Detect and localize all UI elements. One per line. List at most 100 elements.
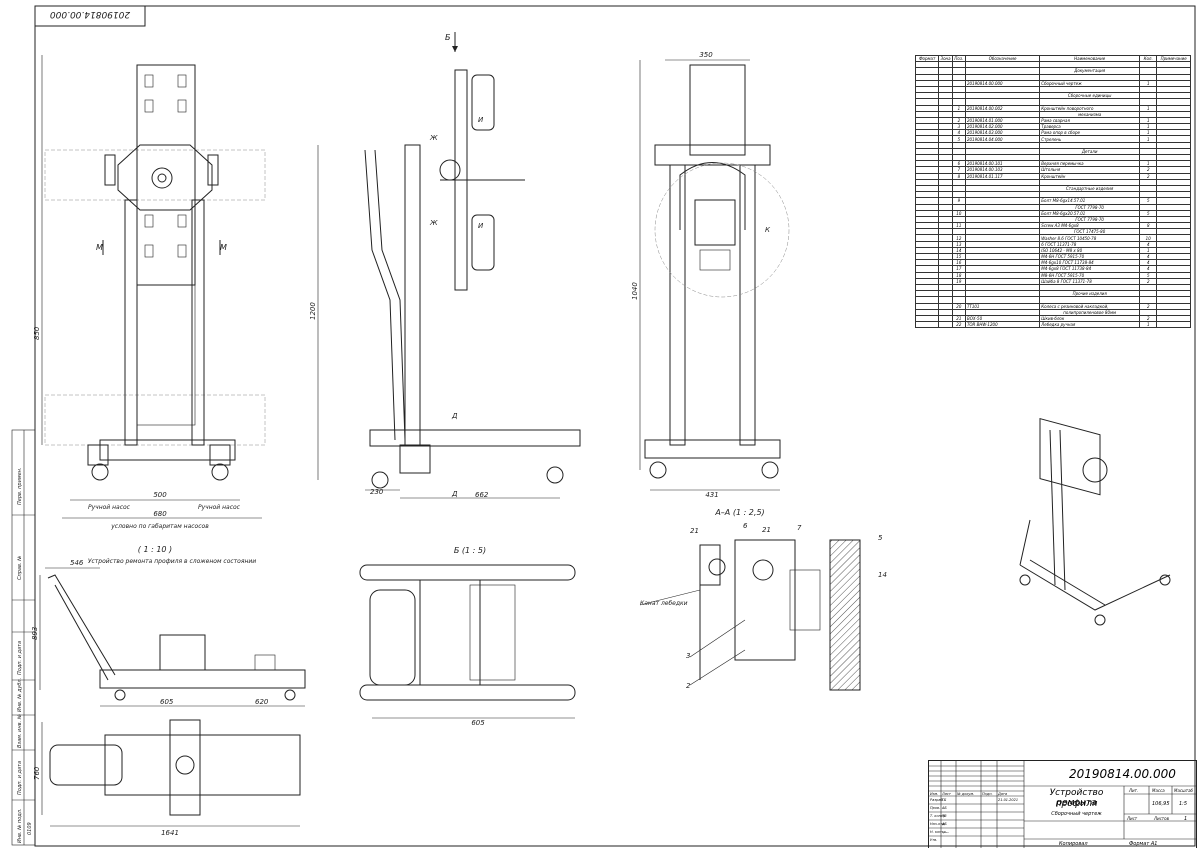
callout-number: 2 — [686, 682, 691, 690]
tb-col-header: № докум. — [957, 792, 975, 796]
side-stamp: Перв. примен. Справ. № Подп. и дата Инв.… — [11, 429, 36, 846]
spec-row: ГОСТ 17475-80 — [914, 228, 1191, 236]
dim-label: 662 — [475, 491, 489, 499]
spec-row — [914, 141, 1191, 149]
dim-label: 605 — [471, 719, 485, 727]
sheet-frame — [34, 5, 1196, 847]
stamp-label: Инв. № дубл. — [17, 678, 23, 712]
spec-cell — [938, 321, 953, 329]
section-mark: Ж — [429, 134, 438, 142]
copied-label: Копировал — [1059, 841, 1088, 847]
dim-label: 500 — [153, 491, 167, 499]
title-name-line1: Устройство ремонта — [1049, 788, 1104, 808]
tb-role: Пров. — [930, 806, 941, 810]
title-block: 20190814.00.000 Устройство ремонта профи… — [928, 760, 1197, 848]
stamp-label: 0109 — [27, 822, 33, 835]
rotated-code-box — [34, 5, 146, 27]
title-doc-code: 20190814.00.000 — [1069, 767, 1176, 781]
callout-number: 21 — [690, 527, 699, 535]
dim-label: 605 — [160, 698, 174, 706]
tb-name: ТВ — [942, 814, 947, 818]
scale-label: ( 1 : 10 ) — [138, 545, 172, 554]
spec-cell: Лебедка ручная — [1039, 321, 1141, 329]
dim-label: 1200 — [309, 302, 317, 320]
dim-label: 546 — [70, 559, 84, 567]
spec-cell — [914, 321, 940, 329]
spec-cell: TOR BHW-1200 — [964, 321, 1041, 329]
section-mark: М — [96, 243, 103, 252]
lit-label: Лит. — [1129, 788, 1139, 793]
tb-col-header: Изм. — [930, 792, 939, 796]
tb-date: 21.01.2021 — [998, 798, 1019, 802]
dim-label: 1641 — [161, 829, 179, 837]
tb-col-header: Лист — [942, 792, 951, 796]
scale-label: Масштаб — [1174, 788, 1194, 793]
view-title: А–А (1 : 2,5) — [714, 508, 764, 517]
spec-header: Зона — [938, 54, 953, 63]
view-caption: Устройство ремонта профиля в сложеном со… — [88, 558, 256, 565]
tb-name: АБ — [942, 806, 947, 810]
tb-role: Утв. — [930, 838, 938, 842]
mass-label: Масса — [1152, 788, 1165, 793]
note-label: условно по габаритам насосов — [110, 523, 209, 530]
tb-name: АБ — [942, 822, 947, 826]
tb-role: Н. контр. — [930, 830, 947, 834]
stamp-label: Подп. и дата — [17, 641, 23, 675]
sheets-value: 1 — [1184, 816, 1188, 822]
stamp-label: Взам. инв. № — [17, 714, 23, 748]
mass-value: 106,95 — [1152, 801, 1170, 807]
section-mark: Ж — [429, 219, 438, 227]
section-mark: Д — [451, 412, 458, 420]
title-doc-type: Сборочный чертеж — [1051, 811, 1102, 817]
section-mark: К — [765, 226, 771, 234]
view-b: Б (1 : 5) 605 — [359, 546, 576, 727]
callout-number: 14 — [878, 571, 887, 579]
format-label: Формат А1 — [1129, 841, 1158, 847]
dim-label: 230 — [370, 488, 384, 496]
section-mark: И — [478, 222, 484, 230]
tb-name: —— — [942, 830, 949, 834]
section-mark: Д — [451, 490, 458, 498]
callout-number: 7 — [797, 524, 802, 532]
view-title: Б (1 : 5) — [454, 546, 486, 555]
callout-number: 5 — [878, 534, 883, 542]
tb-role: Нач.отд. — [930, 822, 946, 826]
dim-label: 620 — [255, 698, 269, 706]
spec-row: ГОСТ 7798-70 — [914, 215, 1191, 224]
section-mark: М — [220, 243, 227, 252]
callout-number: 6 — [743, 522, 748, 530]
sheet-label: Лист — [1127, 816, 1138, 821]
callout-label: Ручной насос — [88, 504, 131, 511]
callout-number: 21 — [762, 526, 771, 534]
stamp-label: Перв. примен. — [17, 467, 23, 505]
dim-label: 850 — [33, 326, 41, 340]
spec-cell: 22 — [951, 321, 966, 329]
spec-cell: 1 — [1139, 321, 1158, 329]
spec-header: Примечание — [1156, 54, 1191, 63]
section-aa: А–А (1 : 2,5) Канат лебедки 21 6 21 7 5 … — [639, 508, 887, 691]
dim-label: 680 — [153, 510, 167, 518]
callout-label: Ручной насос — [198, 504, 241, 511]
spec-cell — [1156, 321, 1191, 329]
sheets-label: Листов — [1154, 816, 1169, 821]
tb-role: Т. контр. — [930, 814, 947, 818]
tb-col-header: Дата — [998, 792, 1008, 796]
tb-col-header: Подп. — [982, 792, 993, 796]
